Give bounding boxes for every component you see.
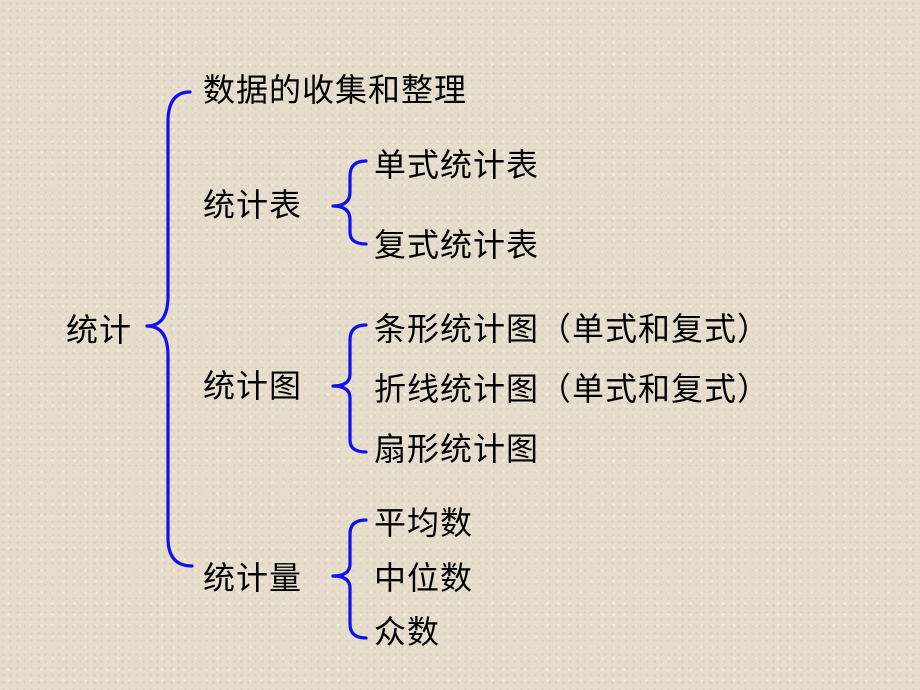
leaf-compound-table: 复式统计表 [374,226,540,264]
leaf-mean: 平均数 [374,504,474,542]
root-label: 统计 [66,311,133,349]
leaf-pie-chart: 扇形统计图 [374,430,540,468]
leaf-line-chart: 折线统计图（单式和复式） [374,370,771,408]
root-brace [145,90,194,568]
branch-statistics-measures: 统计量 [203,559,303,597]
branch-data-collection: 数据的收集和整理 [203,71,468,109]
leaf-simple-table: 单式统计表 [374,146,540,184]
measure-brace [331,518,368,640]
table-brace [331,159,368,246]
leaf-bar-chart: 条形统计图（单式和复式） [374,310,771,348]
leaf-median: 中位数 [374,559,474,597]
branch-statistical-table: 统计表 [203,186,303,224]
leaf-mode: 众数 [374,613,441,651]
branch-statistical-chart: 统计图 [203,367,303,405]
chart-brace [331,323,368,454]
